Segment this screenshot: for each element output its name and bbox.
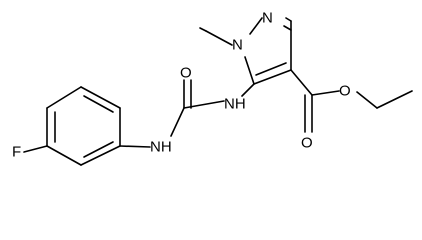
methyl-bond-end bbox=[199, 27, 207, 32]
atom-labels: N N O NH NH O O F bbox=[12, 10, 351, 161]
bond-ethyl bbox=[376, 90, 413, 109]
bond-ring-a bbox=[46, 145, 82, 166]
bond-n2-c3-1 bbox=[285, 17, 292, 22]
atom-label-f: F bbox=[12, 144, 21, 161]
bond-ring-d bbox=[80, 86, 121, 109]
bond-ring-b bbox=[80, 145, 121, 166]
atom-label-nh-pyrazole: NH bbox=[224, 96, 246, 113]
bond-ester-c-o bbox=[311, 90, 340, 96]
bond-o-ethyl bbox=[356, 91, 378, 109]
bond-urea-c-nh bbox=[183, 100, 225, 109]
atom-label-nh-aryl: NH bbox=[150, 139, 172, 156]
atom-label-o-urea: O bbox=[180, 65, 192, 82]
bond-c5-n1 bbox=[244, 56, 255, 85]
bond-c-f bbox=[23, 145, 48, 153]
atom-label-o-ester: O bbox=[339, 83, 351, 100]
chemical-structure: N N O NH NH O O F bbox=[12, 10, 413, 166]
bond-nh-urea-c bbox=[170, 107, 185, 137]
bond-aryl-nh bbox=[119, 145, 151, 148]
bond-c4-c5-1 bbox=[253, 69, 292, 85]
bond-ring-e bbox=[46, 86, 82, 109]
atom-label-n-ring-2: N bbox=[262, 10, 273, 27]
atom-label-n-ring-1: N bbox=[232, 37, 243, 54]
bond-ring-inner-2 bbox=[83, 95, 114, 113]
bonds bbox=[23, 17, 413, 166]
bond-c4-ester-c bbox=[290, 69, 313, 96]
atom-label-o-carbonyl: O bbox=[301, 135, 313, 152]
bond-nh-c5 bbox=[241, 83, 255, 97]
bond-n2-c3-2 bbox=[283, 25, 292, 31]
bond-n1-n2 bbox=[249, 17, 263, 35]
bond-ring-inner-3 bbox=[83, 141, 114, 158]
bond-c4-c5-2 bbox=[255, 62, 287, 76]
bond-n1-methyl bbox=[205, 30, 233, 46]
methyl-mark bbox=[199, 27, 207, 32]
